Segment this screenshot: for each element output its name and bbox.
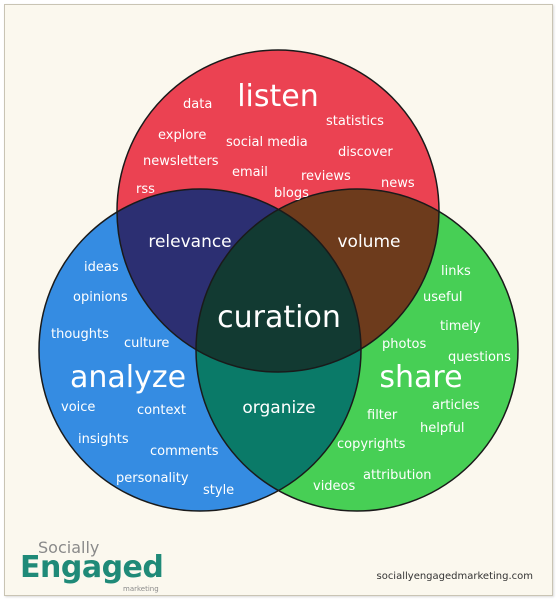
word-email: email [232,165,268,180]
word-explore: explore [158,128,206,143]
word-context: context [137,403,186,418]
word-copyrights: copyrights [337,437,406,452]
word-rss: rss [136,182,155,197]
word-videos: videos [313,479,356,494]
word-insights: insights [78,432,129,447]
word-personality: personality [116,471,189,486]
word-links: links [441,264,471,279]
listen-label: listen [237,79,319,114]
share-circle-outline [195,188,519,512]
word-news: news [381,176,415,191]
word-discover: discover [338,145,393,160]
logo-main-text: Engaged [20,550,164,585]
relevance-label: relevance [148,232,231,252]
analyze-circle-outline [38,188,362,512]
word-culture: culture [124,336,169,351]
volume-label: volume [338,232,401,252]
word-useful: useful [423,290,462,305]
word-thoughts: thoughts [51,327,109,342]
word-reviews: reviews [301,169,351,184]
word-questions: questions [448,350,511,365]
word-data: data [183,97,212,112]
word-attribution: attribution [363,468,432,483]
word-filter: filter [367,408,398,423]
website-url: sociallyengagedmarketing.com [376,571,533,582]
word-photos: photos [382,337,426,352]
curation-label: curation [217,300,341,335]
word-opinions: opinions [73,290,128,305]
word-helpful: helpful [420,421,465,436]
word-blogs: blogs [274,186,309,201]
word-ideas: ideas [84,260,119,275]
word-social-media: social media [226,135,308,150]
word-voice: voice [61,400,95,415]
word-statistics: statistics [326,114,384,129]
word-articles: articles [432,398,480,413]
analyze-label: analyze [70,360,186,395]
organize-label: organize [242,398,315,418]
logo-sub-text: marketing [123,585,159,593]
curation-region [196,189,361,372]
word-comments: comments [150,444,219,459]
share-label: share [379,360,462,395]
word-newsletters: newsletters [143,154,219,169]
logo-top-text: Socially [38,538,100,557]
word-timely: timely [440,319,481,334]
word-style: style [203,483,234,498]
